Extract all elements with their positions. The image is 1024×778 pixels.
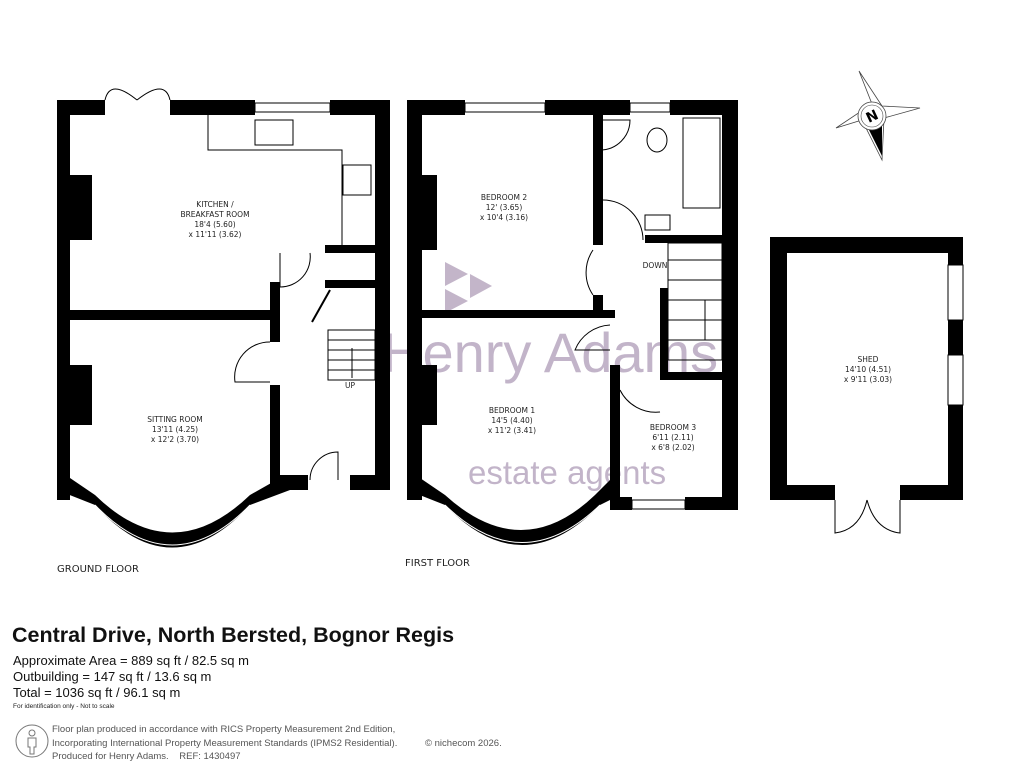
total-area: Total = 1036 sq ft / 96.1 sq m xyxy=(13,685,181,700)
shed-plan: SHED 14'10 (4.51) x 9'11 (3.03) xyxy=(770,237,964,534)
identification-note: For identification only - Not to scale xyxy=(13,703,115,710)
property-title: Central Drive, North Bersted, Bognor Reg… xyxy=(12,623,455,647)
room-name: BEDROOM 1 xyxy=(489,406,536,415)
room-name: SITTING ROOM xyxy=(147,415,203,424)
room-dimension: x 11'2 (3.41) xyxy=(488,426,536,435)
room-name: SHED xyxy=(858,355,879,364)
room-dimension: 12' (3.65) xyxy=(486,203,523,212)
room-dimension: 6'11 (2.11) xyxy=(652,433,693,442)
room-dimension: x 9'11 (3.03) xyxy=(844,375,892,384)
room-dimension: x 6'8 (2.02) xyxy=(651,443,694,452)
room-dimension: x 10'4 (3.16) xyxy=(480,213,528,222)
footer-line: Produced for Henry Adams. REF: 1430497 xyxy=(52,751,241,762)
outbuilding-area: Outbuilding = 147 sq ft / 13.6 sq m xyxy=(13,669,212,684)
room-name: BREAKFAST ROOM xyxy=(180,210,249,219)
approximate-area: Approximate Area = 889 sq ft / 82.5 sq m xyxy=(13,653,249,668)
person-icon xyxy=(15,724,49,758)
watermark-triangle xyxy=(445,289,468,313)
watermark-triangle xyxy=(470,274,492,298)
first-floor-plan: DOWN BEDROOM 2 12' (3.65) x 10'4 (3.16) … xyxy=(407,100,738,545)
first-floor-label: FIRST FLOOR xyxy=(405,558,470,569)
ground-floor-label: GROUND FLOOR xyxy=(57,564,139,575)
copyright: © nichecom 2026. xyxy=(425,738,502,749)
compass-north-icon: N xyxy=(835,70,921,162)
room-name: BEDROOM 3 xyxy=(650,423,697,432)
room-dimension: x 11'11 (3.62) xyxy=(189,230,242,239)
ground-floor-plan: UP KITCHEN / BREAKFAST ROOM 18'4 (5.60) … xyxy=(57,88,390,548)
room-dimension: x 12'2 (3.70) xyxy=(151,435,199,444)
room-name: BEDROOM 2 xyxy=(481,193,528,202)
watermark-triangle xyxy=(445,262,468,286)
footer-line: Incorporating International Property Mea… xyxy=(52,738,398,749)
room-dimension: 14'10 (4.51) xyxy=(845,365,891,374)
stairs-down-label: DOWN xyxy=(643,261,668,270)
room-dimension: 14'5 (4.40) xyxy=(491,416,532,425)
room-name: KITCHEN / xyxy=(196,200,234,209)
footer-line: Floor plan produced in accordance with R… xyxy=(52,724,396,735)
room-dimension: 18'4 (5.60) xyxy=(194,220,235,229)
room-dimension: 13'11 (4.25) xyxy=(152,425,198,434)
stairs-up-label: UP xyxy=(345,381,355,390)
watermark-tagline: estate agents xyxy=(468,454,666,491)
